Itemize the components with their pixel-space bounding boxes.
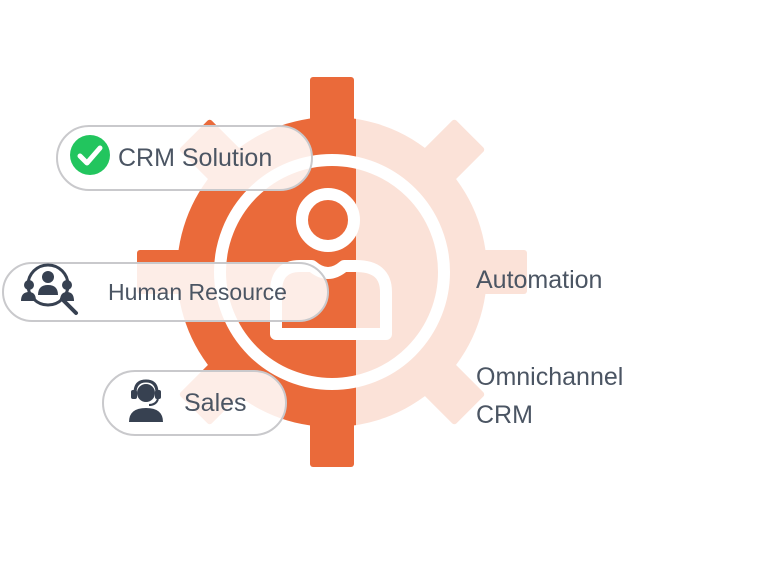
feature-omnichannel-line1: Omnichannel <box>476 363 624 391</box>
check-circle-icon <box>70 134 110 182</box>
people-search-icon <box>18 261 80 323</box>
pill-crm-solution: CRM Solution <box>56 125 313 191</box>
feature-omnichannel-line2: CRM <box>476 401 533 429</box>
pill-sales: Sales <box>102 370 287 436</box>
headset-agent-icon <box>126 378 166 429</box>
pill-human-resource-label: Human Resource <box>108 278 287 305</box>
feature-omnichannel-crm: Omnichannel CRM <box>476 358 696 434</box>
pill-sales-label: Sales <box>184 388 247 417</box>
pill-human-resource: Human Resource <box>2 262 329 322</box>
pill-crm-solution-label: CRM Solution <box>118 143 273 172</box>
feature-automation: Automation <box>476 266 603 294</box>
